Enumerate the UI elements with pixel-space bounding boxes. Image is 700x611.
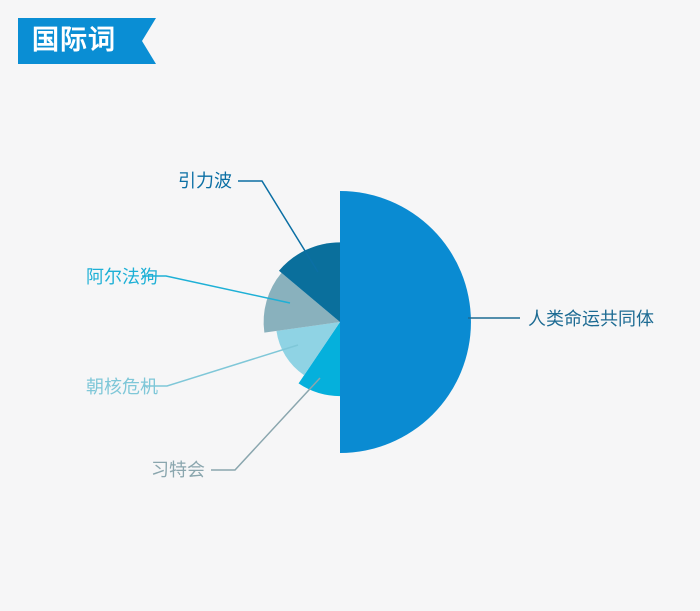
label-leader-line (143, 344, 299, 387)
label-leader-line (238, 180, 319, 273)
rose-slice (298, 322, 340, 397)
page-title: 国际词 (32, 25, 116, 56)
slice-label: 人类命运共同体 (528, 309, 654, 330)
rose-slice (340, 191, 471, 453)
label-leader-line (211, 377, 321, 471)
slice-label: 阿尔法狗 (86, 267, 158, 288)
slice-label: 引力波 (178, 171, 232, 192)
rose-slice (263, 272, 340, 333)
banner-shape (18, 18, 156, 64)
slice-label: 习特会 (151, 460, 205, 481)
label-leader-line (142, 275, 291, 304)
title-banner: 国际词 (18, 18, 156, 64)
slice-label: 朝核危机 (86, 377, 158, 398)
rose-slice (276, 322, 340, 376)
rose-slice (278, 242, 340, 322)
